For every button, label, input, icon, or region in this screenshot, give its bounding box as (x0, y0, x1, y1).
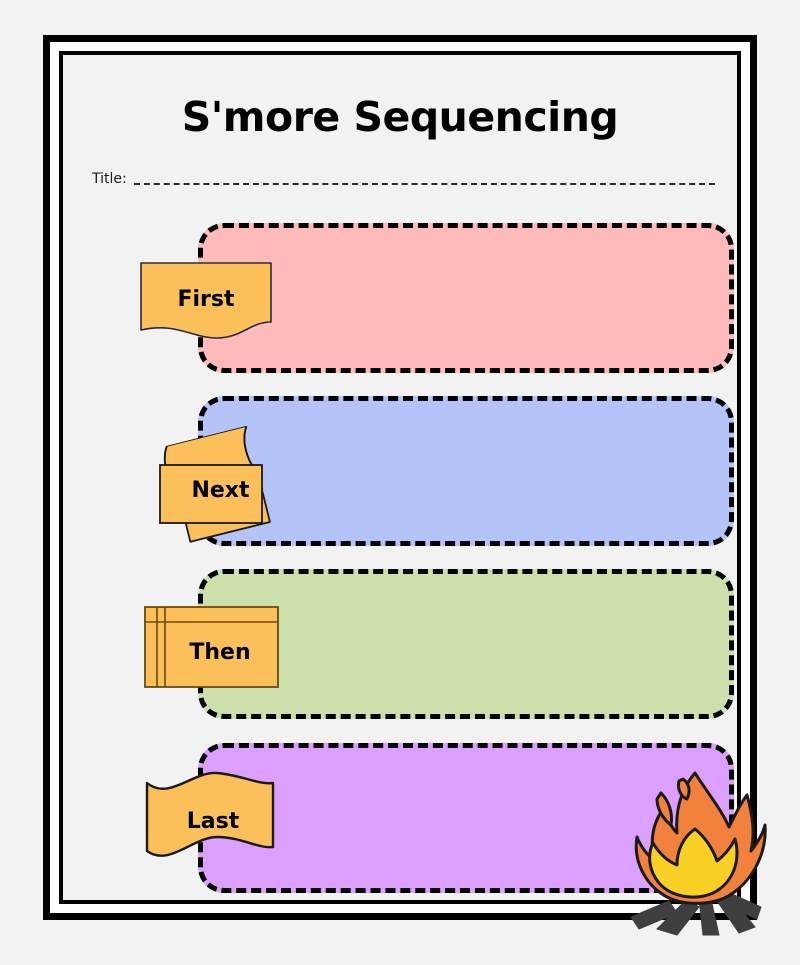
worksheet-outer-frame: S'more Sequencing Title: First (43, 35, 767, 936)
sequence-panel-then[interactable] (198, 569, 734, 719)
page-title: S'more Sequencing (181, 93, 619, 141)
title-field-label: Title: (92, 171, 127, 187)
campfire-flames (634, 771, 767, 905)
sequence-label-first: First (138, 260, 274, 340)
title-field-row: Title: (92, 172, 715, 188)
sequence-label-then: Then (143, 605, 283, 690)
book-spine-icon (144, 606, 279, 688)
sequence-label-next: Next (148, 425, 293, 550)
campfire-illustration (625, 767, 767, 936)
sequence-panel-next[interactable] (198, 396, 734, 546)
ribbon-wavy-icon (145, 771, 275, 857)
title-input-line[interactable] (133, 183, 715, 185)
sequence-panel-first[interactable] (198, 223, 734, 373)
worksheet-inner-frame: S'more Sequencing Title: First (59, 51, 767, 936)
flag-wavy-bottom-icon (140, 262, 272, 339)
campfire-icon (630, 771, 767, 936)
sequence-label-last: Last (143, 767, 283, 872)
sequence-panels: First Next (63, 55, 767, 936)
scroll-rotated-icon (159, 425, 271, 543)
